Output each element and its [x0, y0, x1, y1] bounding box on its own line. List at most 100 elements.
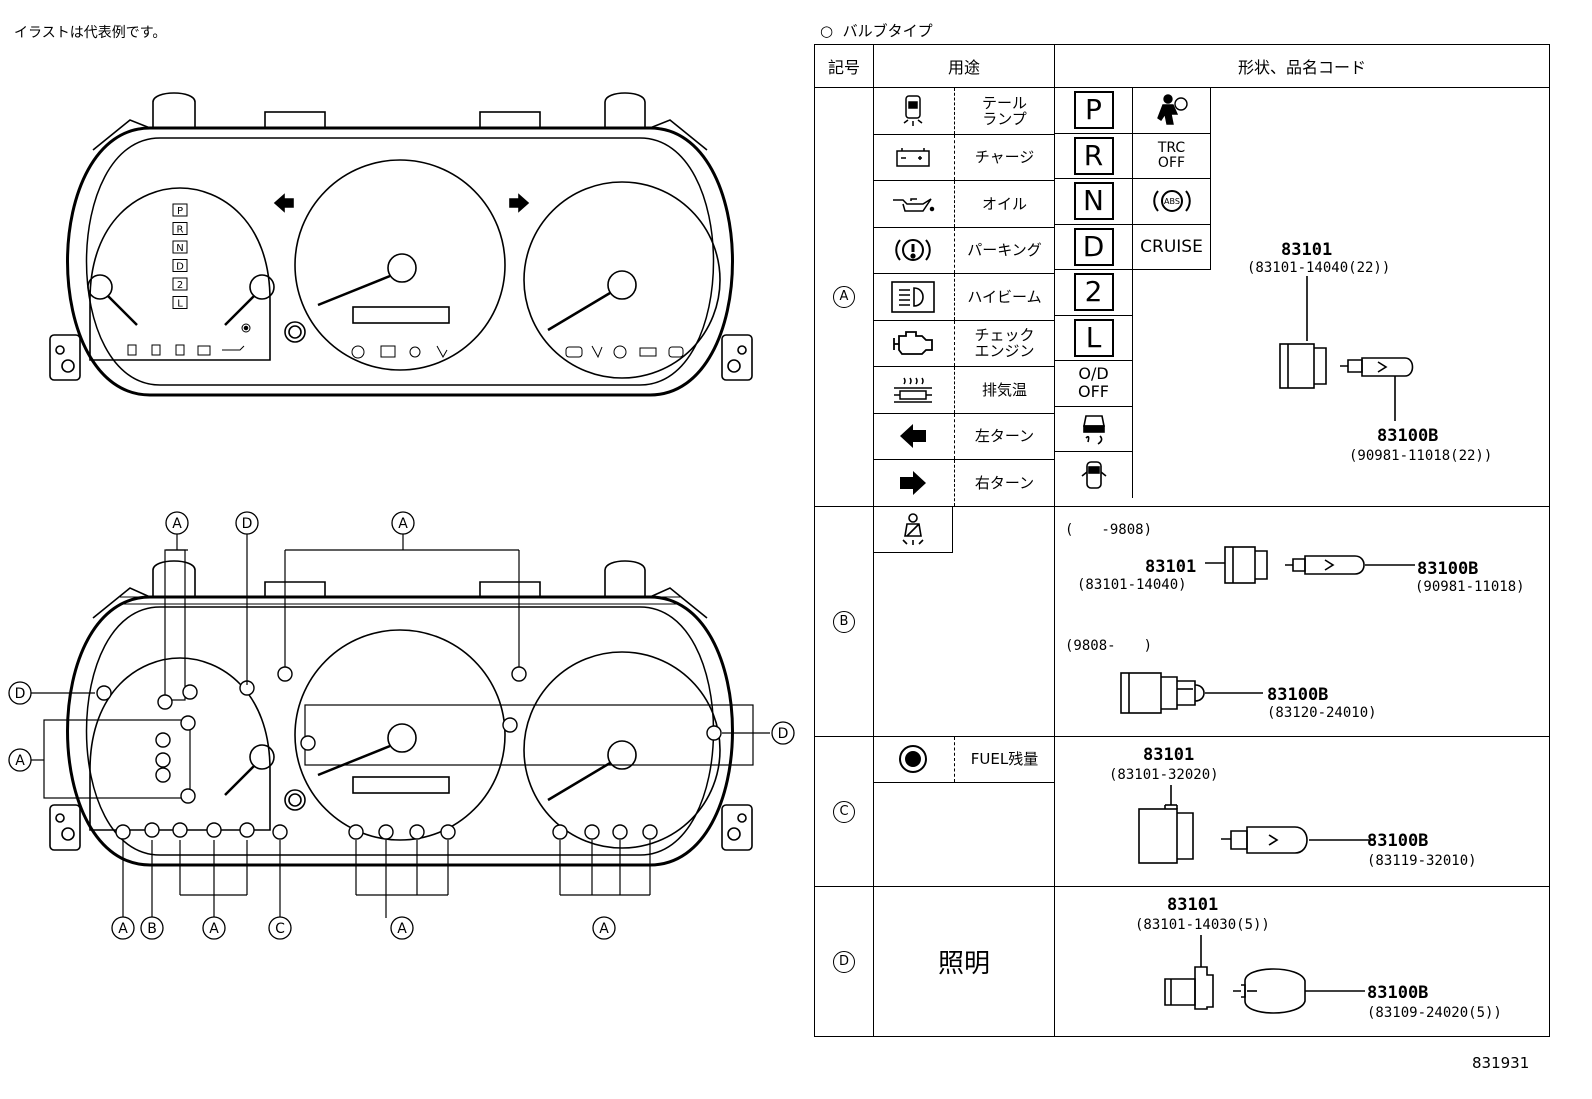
d-wedge-bulb-illustration [1164, 934, 1365, 1014]
callout-circle [592, 916, 616, 940]
callout-circle [165, 511, 189, 535]
row-d: D 照明 83101 (83101-14030(5)) 83100B (8310… [814, 885, 1550, 1037]
b-socket-code: (83101-14040) [1077, 576, 1187, 593]
gear-label-2: 2 [177, 280, 183, 291]
slip-indicator-icon [1055, 406, 1133, 452]
gear-label-n: N [176, 243, 183, 254]
indicator-d: D [1055, 224, 1133, 270]
usage-tail-lamp: テールランプ [874, 88, 1054, 135]
bulb-socket [584, 824, 600, 840]
row-a: A テールランプ チャージ オイル パーキング ハイビーム チェックエンジン 排… [814, 87, 1550, 507]
gear-box-2 [172, 277, 188, 291]
d-bulb-part: 83100B [1367, 982, 1429, 1003]
abs-icon: ABS [1133, 179, 1211, 225]
b-bulb2-code: (83120-24010) [1267, 704, 1377, 721]
callout-circle [140, 916, 164, 940]
c-bulb-code: (83119-32010) [1367, 852, 1477, 869]
bulb-socket [155, 752, 171, 768]
gear-box-n [172, 240, 188, 254]
table-header-row: 記号 用途 形状、品名コード [814, 44, 1550, 88]
row-c-usage: FUEL残量 [873, 735, 1055, 887]
d-bulb-code: (83109-24020(5)) [1367, 1004, 1502, 1021]
row-d-symbol: D [814, 885, 874, 1037]
table-title: ○ バルブタイプ [820, 22, 933, 40]
callout-bot-a3: A [397, 921, 407, 937]
gear-label-p: P [177, 206, 183, 217]
callout-top-d: D [242, 516, 253, 532]
bulb-socket [182, 684, 198, 700]
seatbelt-icon [874, 506, 953, 553]
b-bulb-code: (90981-11018) [1415, 578, 1525, 595]
bulb-socket [378, 824, 394, 840]
callout-circle [771, 721, 795, 745]
bulb-socket [511, 666, 527, 682]
bulb-socket [502, 717, 518, 733]
bulb-socket [206, 822, 222, 838]
indicator-od-off: O/D OFF [1055, 361, 1133, 407]
right-turn-arrow-icon [874, 460, 952, 506]
bulb-socket [300, 735, 316, 751]
header-usage: 用途 [873, 44, 1055, 88]
exhaust-temp-icon [874, 367, 952, 413]
row-b-usage [873, 505, 1055, 737]
row-d-shape: 83101 (83101-14030(5)) 83100B (83109-240… [1054, 885, 1550, 1037]
callout-left-d: D [15, 686, 26, 702]
gear-label-d: D [176, 262, 184, 273]
callout-circle [111, 916, 135, 940]
b-socket-part: 83101 [1145, 556, 1197, 577]
bulb-socket [172, 822, 188, 838]
indicator-2: 2 [1055, 270, 1133, 316]
gear-box-p [172, 203, 188, 217]
callout-circle [202, 916, 226, 940]
callout-top-a1: A [172, 516, 182, 532]
callout-circle [8, 748, 32, 772]
usage-right-turn: 右ターン [874, 460, 1054, 506]
battery-icon [874, 135, 952, 181]
row-c-shape: 83101 (83101-32020) 83100B (83119-32010) [1054, 735, 1550, 887]
figure-number: 831931 [1472, 1054, 1530, 1072]
bulb-table-grid: 記号 用途 形状、品名コード A テールランプ チャージ オイル パーキング ハ… [814, 44, 1550, 1037]
c-socket-part: 83101 [1143, 744, 1195, 765]
bulb-socket [96, 685, 112, 701]
bulb-type-table: ○ バルブタイプ 記号 用途 形状、品名コード A テールランプ チャージ オイ… [814, 20, 1550, 1040]
gear-label-l: L [177, 299, 183, 310]
high-beam-icon [874, 274, 952, 320]
left-turn-arrow-icon [874, 414, 952, 460]
check-engine-icon [874, 321, 952, 367]
b-bulb-part: 83100B [1417, 558, 1479, 579]
bulb-socket [552, 824, 568, 840]
b-range-2: (9808- ) [1065, 637, 1153, 654]
bulb-socket [277, 666, 293, 682]
row-b-symbol: B [814, 505, 874, 737]
callout-circle [235, 511, 259, 535]
b-range-1: ( -9808) [1065, 521, 1153, 538]
b-wedge-bulb-illustration [1120, 671, 1263, 714]
bulb-socket [155, 732, 171, 748]
callout-bot-a2: A [209, 921, 219, 937]
d-socket-part: 83101 [1167, 894, 1219, 915]
fuel-level-icon [874, 737, 952, 782]
tail-lamp-icon [874, 88, 952, 134]
callout-top-a2: A [398, 516, 408, 532]
parking-brake-icon [874, 228, 952, 274]
bulb-socket [409, 824, 425, 840]
bulb-socket [180, 788, 196, 804]
bulb-socket [642, 824, 658, 840]
b-bulb2-part: 83100B [1267, 684, 1329, 705]
note-text: イラストは代表例です。 [14, 25, 167, 41]
table-title-text: バルブタイプ [842, 22, 933, 40]
bulb-socket [180, 715, 196, 731]
callout-circle [268, 916, 292, 940]
usage-oil: オイル [874, 181, 1054, 228]
a-bulb-code: (90981-11018(22)) [1349, 448, 1493, 464]
callout-circle [391, 511, 415, 535]
bulb-socket [144, 822, 160, 838]
usage-left-turn: 左ターン [874, 413, 1054, 460]
row-a-symbol: A [814, 87, 874, 507]
row-b: B ( -9808) 83101 (83101-14040) 83100B (9… [814, 505, 1550, 737]
bulb-socket [612, 824, 628, 840]
b-socket-bulb-illustration [1205, 545, 1415, 584]
